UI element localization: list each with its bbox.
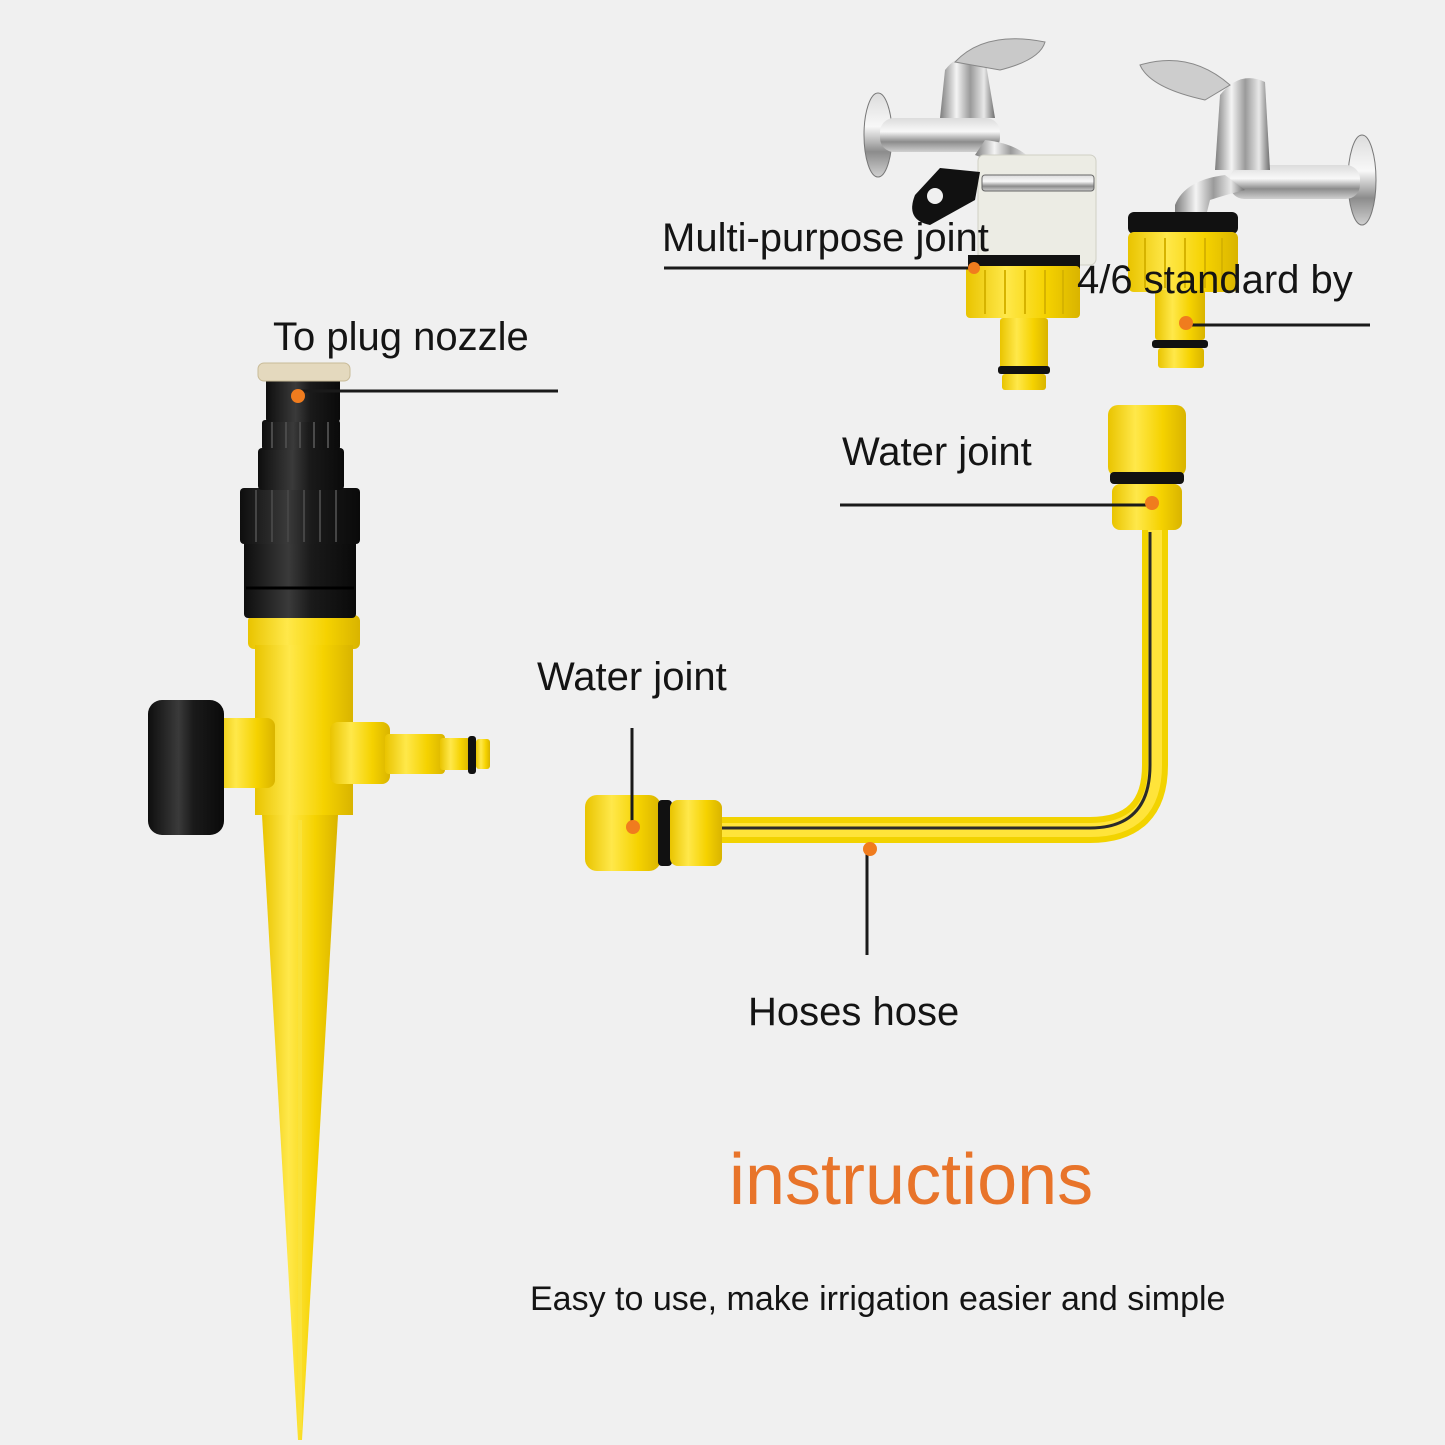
hose-assembly-icon [585, 405, 1186, 871]
callout-standard-by: 4/6 standard by [1077, 258, 1353, 302]
dot-water-joint-left [626, 820, 640, 834]
callout-hoses-hose: Hoses hose [748, 990, 960, 1034]
leader-lines [300, 266, 1370, 955]
instructions-subtitle: Easy to use, make irrigation easier and … [530, 1280, 1226, 1318]
instructions-heading: instructions [729, 1140, 1094, 1220]
sprinkler-spike-icon [148, 362, 490, 1440]
dot-water-joint-top [1145, 496, 1159, 510]
callout-water-joint-top: Water joint [842, 430, 1032, 474]
callout-water-joint-left: Water joint [537, 655, 727, 699]
callout-plug-nozzle: To plug nozzle [273, 315, 529, 359]
dot-hoses-hose [863, 842, 877, 856]
faucet-right-icon [1128, 60, 1377, 368]
dot-plug-nozzle [291, 389, 305, 403]
dot-multi-purpose-joint [968, 262, 980, 274]
callout-multi-purpose-joint: Multi-purpose joint [662, 216, 989, 260]
callout-dots [291, 262, 1193, 856]
dot-standard-by [1179, 316, 1193, 330]
faucet-left-icon [863, 38, 1097, 390]
